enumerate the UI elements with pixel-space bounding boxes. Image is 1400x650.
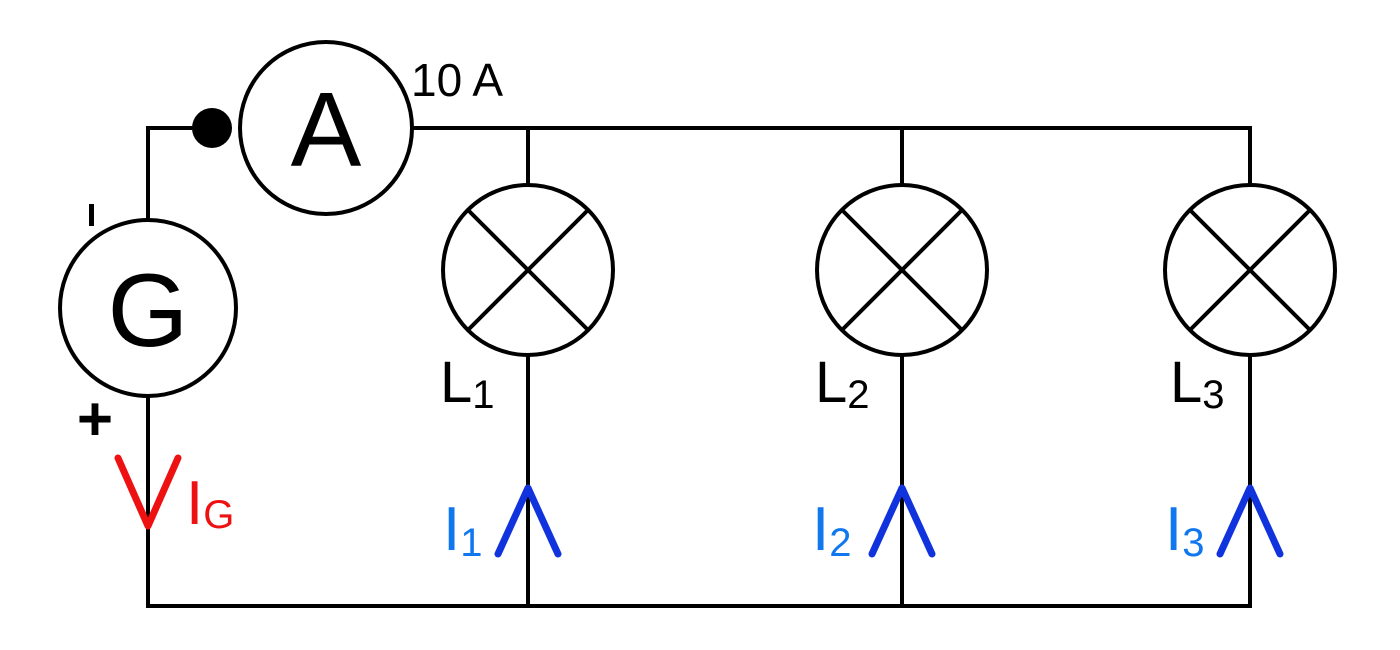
generator-circle xyxy=(58,218,238,398)
branch-current-3-main: I xyxy=(1165,495,1182,564)
branch-current-2-sub: 2 xyxy=(829,521,851,565)
lamp-3-label-sub: 3 xyxy=(1202,373,1224,417)
generator-current-main: I xyxy=(186,469,203,538)
ammeter-symbol: A xyxy=(291,71,362,189)
lamp-1-label-sub: 1 xyxy=(472,373,494,417)
branch-current-2-main: I xyxy=(812,495,829,564)
branch-current-3-sub: 3 xyxy=(1182,521,1204,565)
ammeter-reading: 10 A xyxy=(411,54,503,106)
generator-minus-mark xyxy=(89,204,94,226)
branch-current-3-arrow xyxy=(1216,484,1284,558)
lamp-3-cross-b xyxy=(1188,208,1312,332)
generator-symbol: G xyxy=(108,253,189,369)
lamp-2-label-main: L xyxy=(815,350,847,415)
lamp-1-cross-b xyxy=(466,208,590,332)
branch-current-2-arrow xyxy=(868,484,936,558)
branch-current-1-arrow xyxy=(494,484,562,558)
generator-current-label: IG xyxy=(186,469,234,538)
branch-current-1-label: I1 xyxy=(443,495,482,565)
branch-current-1-main: I xyxy=(443,495,460,564)
generator: G xyxy=(58,218,238,398)
ammeter: A xyxy=(238,40,414,216)
lamp-2-label-sub: 2 xyxy=(847,373,869,417)
lamp-1-label-main: L xyxy=(440,350,472,415)
lamp-2 xyxy=(815,183,989,357)
lamp-2-label: L2 xyxy=(815,350,870,417)
lamp-3-label-main: L xyxy=(1170,350,1202,415)
branch-current-3-label: I3 xyxy=(1165,495,1204,565)
lamp-1 xyxy=(441,183,615,357)
wire-left-top xyxy=(146,126,214,222)
generator-current-sub: G xyxy=(203,493,234,537)
junction-dot xyxy=(192,108,232,148)
branch-current-2-label: I2 xyxy=(812,495,851,565)
branch-current-1-sub: 1 xyxy=(460,521,482,565)
generator-plus-sign: + xyxy=(77,385,113,454)
ammeter-circle xyxy=(238,40,414,216)
lamp-2-cross-b xyxy=(840,208,964,332)
lamp-3-label: L3 xyxy=(1170,350,1225,417)
lamp-3 xyxy=(1163,183,1337,357)
lamp-1-label: L1 xyxy=(440,350,495,417)
generator-current-arrow xyxy=(114,454,182,530)
